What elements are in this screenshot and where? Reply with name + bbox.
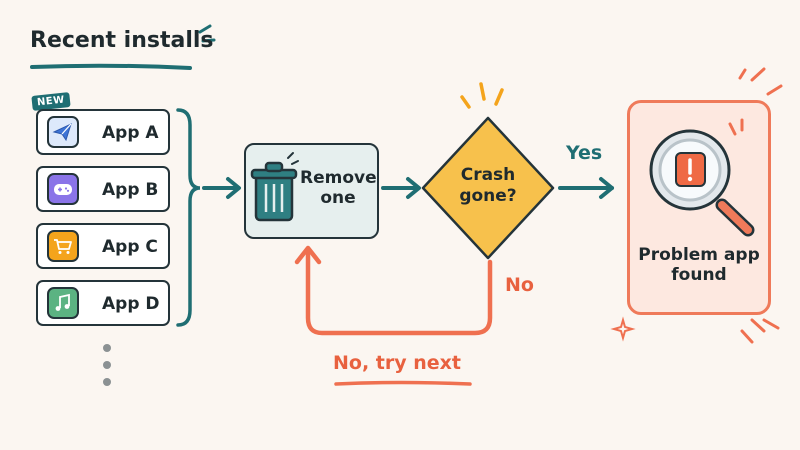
title-sparkle-icon	[198, 24, 216, 43]
gamepad-icon	[47, 173, 79, 205]
app-card-d[interactable]: App D	[36, 280, 170, 326]
app-card-a[interactable]: App A	[36, 109, 170, 155]
yes-branch-label: Yes	[566, 142, 603, 164]
more-dot	[103, 361, 111, 369]
arrow-no-loop	[294, 245, 493, 336]
result-label: Problem app found	[627, 245, 771, 286]
decision-diamond	[421, 116, 555, 260]
section-title: Recent installs	[30, 28, 214, 53]
app-label: App A	[102, 123, 159, 143]
no-branch-label: No	[505, 274, 534, 296]
remove-label-line2: one	[320, 188, 356, 209]
arrow-to-decision	[381, 177, 421, 199]
decision-spark-icon	[460, 82, 504, 109]
music-note-icon	[47, 287, 79, 319]
cart-icon	[47, 230, 79, 262]
result-label-line1: Problem app	[638, 245, 760, 265]
send-icon	[47, 116, 79, 148]
app-card-b[interactable]: App B	[36, 166, 170, 212]
remove-label-line1: Remove	[300, 168, 377, 188]
arrow-yes	[558, 177, 614, 199]
app-label: App D	[102, 294, 160, 314]
brace	[176, 108, 201, 327]
app-label: App C	[102, 237, 158, 257]
sparkle-decoration-icon	[610, 67, 783, 344]
app-label: App B	[102, 180, 159, 200]
more-dot	[103, 378, 111, 386]
trash-motion-lines	[287, 152, 299, 165]
retry-label: No, try next	[333, 352, 461, 374]
decision-label-line1: Crash	[460, 165, 516, 185]
decision-label: Crash gone?	[440, 165, 536, 208]
app-card-c[interactable]: App C	[36, 223, 170, 269]
decision-label-line2: gone?	[459, 186, 517, 207]
retry-underline	[334, 380, 472, 386]
more-dot	[103, 344, 111, 352]
magnifier-alert-icon	[649, 129, 755, 237]
trash-icon	[250, 161, 298, 222]
result-label-line2: found	[671, 265, 727, 286]
title-underline	[30, 63, 192, 70]
arrow-to-remove	[202, 177, 241, 199]
remove-step-label: Remove one	[300, 168, 377, 209]
